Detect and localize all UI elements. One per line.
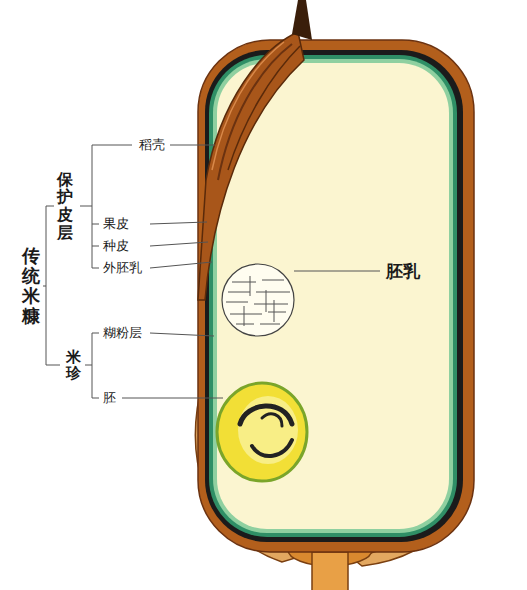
leader-line: [122, 398, 223, 399]
part-label: 果皮: [103, 215, 129, 233]
group-label: 保护皮层: [57, 171, 73, 241]
part-label: 稻壳: [139, 136, 165, 154]
leader-line: [150, 242, 208, 246]
husk-flap: [198, 32, 304, 300]
cell-walls: [226, 276, 290, 326]
leader-line: [150, 333, 214, 336]
group-label: 传统米糠: [22, 246, 40, 325]
bracket: [85, 333, 99, 398]
part-label: 外胚乳: [103, 259, 142, 277]
group-label: 米珍: [66, 349, 81, 382]
part-label: 糊粉层: [103, 324, 142, 342]
bracket: [80, 145, 132, 268]
magnified-cells: [222, 264, 294, 336]
part-label: 胚乳: [386, 260, 420, 283]
husk-tip: [292, 0, 312, 40]
part-label: 种皮: [103, 237, 129, 255]
husk-vein: [212, 42, 284, 170]
husk-vein: [228, 46, 300, 170]
endosperm: [217, 63, 449, 529]
leader-lines: [122, 145, 380, 398]
embryo: [217, 383, 307, 481]
magnifier-circle: [222, 264, 294, 336]
leader-line: [170, 145, 215, 146]
embryo-inner: [238, 396, 298, 464]
leader-line: [150, 222, 207, 224]
husk-vein: [218, 44, 292, 180]
leader-line: [150, 262, 212, 268]
leader-line: [294, 271, 380, 272]
embryo-curve: [262, 414, 282, 426]
pedicel: [312, 552, 348, 590]
embryo-curve: [252, 440, 292, 456]
part-label: 胚: [103, 389, 116, 407]
